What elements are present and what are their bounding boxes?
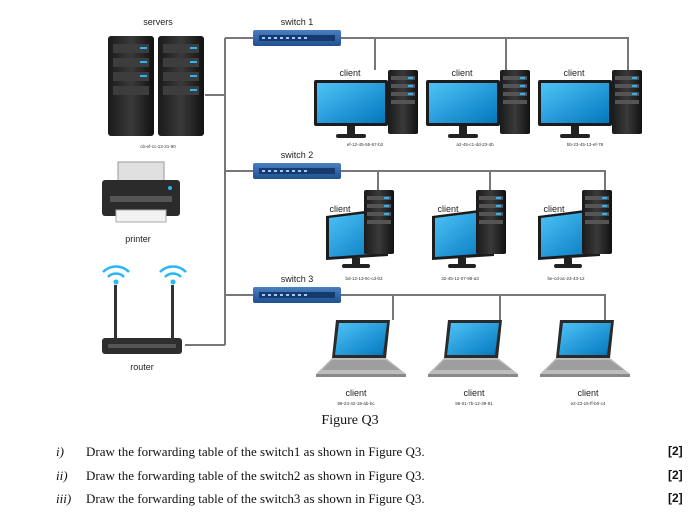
switch-3-icon [253, 287, 341, 303]
server-rack [108, 36, 204, 136]
switch-1-icon [253, 30, 341, 46]
router-icon [102, 285, 182, 354]
client-desktop [538, 70, 642, 138]
wifi-dot-icon [170, 279, 176, 285]
client-mac: 96-01-7b-12-39-91 [455, 401, 493, 406]
client-label: client [563, 68, 585, 78]
question-marks: [2] [668, 444, 683, 458]
client-label: client [543, 204, 565, 214]
switch-2-label: switch 2 [281, 150, 314, 160]
client-mac: a2-45-c1-dd-23-4b [456, 142, 494, 147]
client-laptop [540, 320, 630, 377]
client-desktop [314, 70, 418, 138]
client-mac: bd-12-13-9c-cd-b3 [345, 276, 383, 281]
client-mac: 32-45-12-07-98-a3 [441, 276, 479, 281]
question-marks: [2] [668, 468, 683, 482]
wifi-icon [102, 265, 187, 278]
client-label: client [345, 388, 367, 398]
client-label: client [329, 204, 351, 214]
servers-label: servers [143, 17, 173, 27]
cables [185, 37, 629, 346]
client-mac: e2-23-15-ff-b0-c4 [571, 401, 606, 406]
question-number: ii) [56, 468, 68, 483]
switch-2-icon [253, 163, 341, 179]
server-mac: cb-ef-cc-13-21-90 [140, 144, 176, 149]
client-label: client [451, 68, 473, 78]
client-mac: ef-12-45-55-67-b2 [347, 142, 384, 147]
question-row: iii) Draw the forwarding table of the sw… [0, 491, 700, 513]
network-diagram: servers cb-ef-cc-13-21-90 printer router… [102, 17, 642, 406]
client-desktop [538, 190, 612, 268]
question-marks: [2] [668, 491, 683, 505]
client-label: client [339, 68, 361, 78]
question-row: ii) Draw the forwarding table of the swi… [0, 468, 700, 490]
switch-1-label: switch 1 [281, 17, 314, 27]
client-desktop [432, 190, 506, 268]
client-mac: bb-23-45-13-ef-78 [567, 142, 604, 147]
wifi-dot-icon [113, 279, 119, 285]
figure-caption: Figure Q3 [321, 413, 379, 428]
client-laptop [316, 320, 406, 377]
client-label: client [577, 388, 599, 398]
printer-icon [102, 161, 180, 223]
client-desktop [326, 190, 394, 268]
question-row: i) Draw the forwarding table of the swit… [0, 444, 700, 466]
question-text: Draw the forwarding table of the switch1… [86, 444, 425, 459]
client-mac: be-cd-ac-23-43-12 [547, 276, 585, 281]
client-mac: 99-23-42-19-ab-bc [337, 401, 375, 406]
client-laptop [428, 320, 518, 377]
client-label: client [463, 388, 485, 398]
client-label: client [437, 204, 459, 214]
client-desktop [426, 70, 530, 138]
question-text: Draw the forwarding table of the switch2… [86, 468, 425, 483]
switch-3-label: switch 3 [281, 274, 314, 284]
router-label: router [130, 362, 154, 372]
question-number: iii) [56, 491, 72, 506]
printer-label: printer [125, 234, 151, 244]
question-text: Draw the forwarding table of the switch3… [86, 491, 425, 506]
question-number: i) [56, 444, 64, 459]
